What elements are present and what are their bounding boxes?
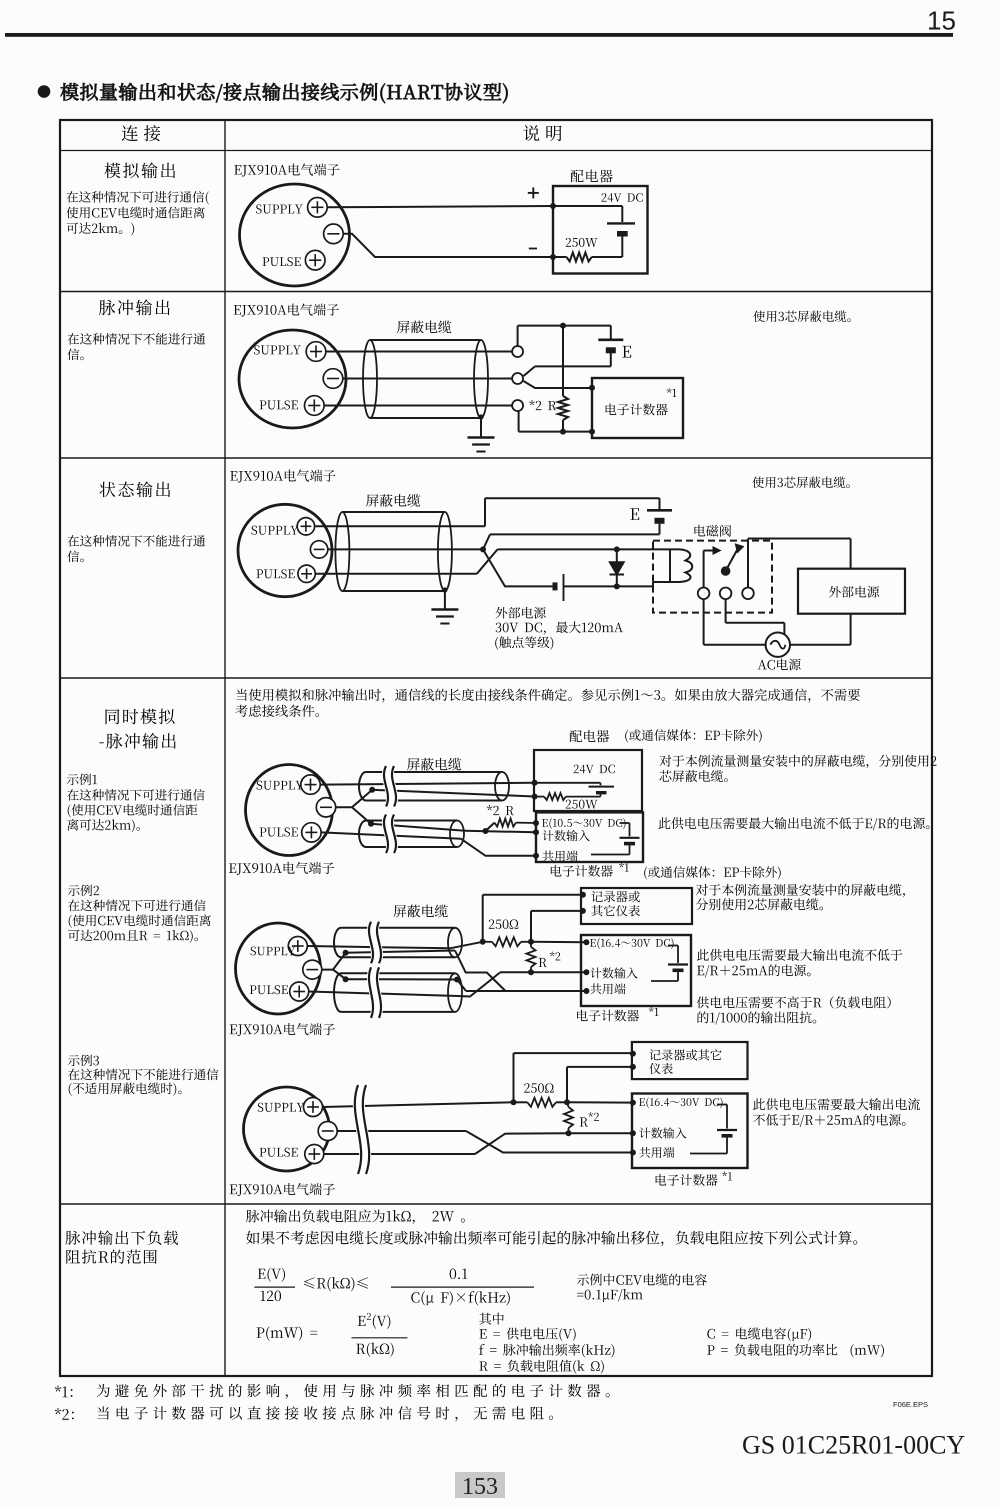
svg-text:GS 01C25R01-00CY: GS 01C25R01-00CY	[742, 1431, 965, 1460]
svg-text:153: 153	[462, 1474, 498, 1500]
svg-text:F06E.EPS: F06E.EPS	[893, 1400, 928, 1409]
svg-text:15: 15	[927, 6, 956, 36]
